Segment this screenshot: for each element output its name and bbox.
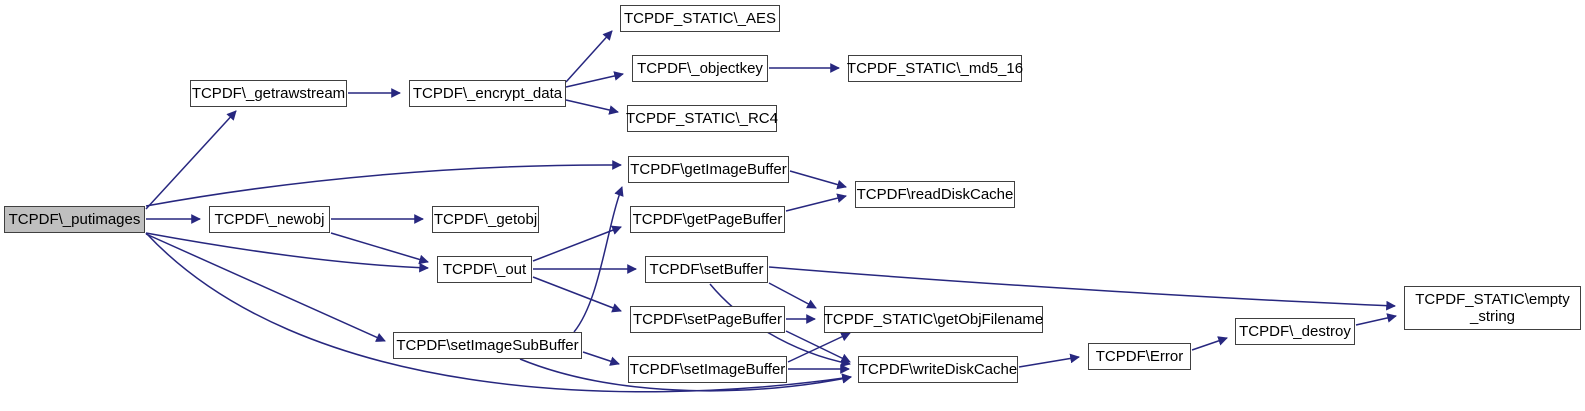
graph-edge [330,232,429,265]
graph-node-newobj[interactable]: TCPDF\_newobj [209,206,330,233]
graph-node-getrawstream[interactable]: TCPDF\_getrawstream [190,80,347,107]
graph-node-putimages[interactable]: TCPDF\_putimages [4,206,145,233]
graph-edge [768,266,1396,311]
graph-node-readDiskCache[interactable]: TCPDF\readDiskCache [855,181,1015,208]
graph-edge [519,358,852,392]
graph-edge [787,332,851,363]
graph-edge [785,330,851,363]
graph-node-getImageBuffer[interactable]: TCPDF\getImageBuffer [628,156,789,183]
graph-edge [145,233,386,342]
graph-edge [1018,353,1080,368]
graph-node-out[interactable]: TCPDF\_out [437,256,532,283]
graph-node-setImageBuffer[interactable]: TCPDF\setImageBuffer [628,356,787,383]
graph-node-md5_16[interactable]: TCPDF_STATIC\_md5_16 [847,55,1023,82]
graph-node-empty_string[interactable]: TCPDF_STATIC\empty _string [1404,286,1581,330]
graph-edge [573,186,624,333]
graph-edge [789,170,847,190]
graph-edge [532,276,622,313]
graph-node-encrypt_data[interactable]: TCPDF\_encrypt_data [409,80,566,107]
graph-node-getObjFilename[interactable]: TCPDF_STATIC\getObjFilename [824,306,1043,333]
graph-edge [1355,313,1397,326]
graph-node-aes[interactable]: TCPDF_STATIC\_AES [620,5,780,32]
graph-node-setBuffer[interactable]: TCPDF\setBuffer [645,256,768,283]
graph-edge [565,99,619,115]
graph-edge [145,232,429,273]
graph-edge [768,282,817,309]
graph-edge [582,351,620,366]
graph-edge [565,71,624,88]
graph-node-error[interactable]: TCPDF\Error [1088,343,1191,370]
graph-edge [145,110,237,210]
graph-node-objectkey[interactable]: TCPDF\_objectkey [632,55,768,82]
graph-edge [1191,336,1228,351]
graph-node-destroy[interactable]: TCPDF\_destroy [1235,318,1355,345]
graph-node-setPageBuffer[interactable]: TCPDF\setPageBuffer [630,306,785,333]
graph-edge [785,193,847,212]
graph-node-rc4[interactable]: TCPDF_STATIC\_RC4 [626,105,778,132]
graph-node-getPageBuffer[interactable]: TCPDF\getPageBuffer [630,206,785,233]
graph-edge [565,30,613,83]
graph-node-writeDiskCache[interactable]: TCPDF\writeDiskCache [858,356,1018,383]
graph-node-getobj[interactable]: TCPDF\_getobj [432,206,539,233]
graph-node-setImageSubBuffer[interactable]: TCPDF\setImageSubBuffer [393,332,582,359]
graph-edge [145,160,622,207]
graph-edge [145,232,852,393]
graph-edge [532,225,622,262]
